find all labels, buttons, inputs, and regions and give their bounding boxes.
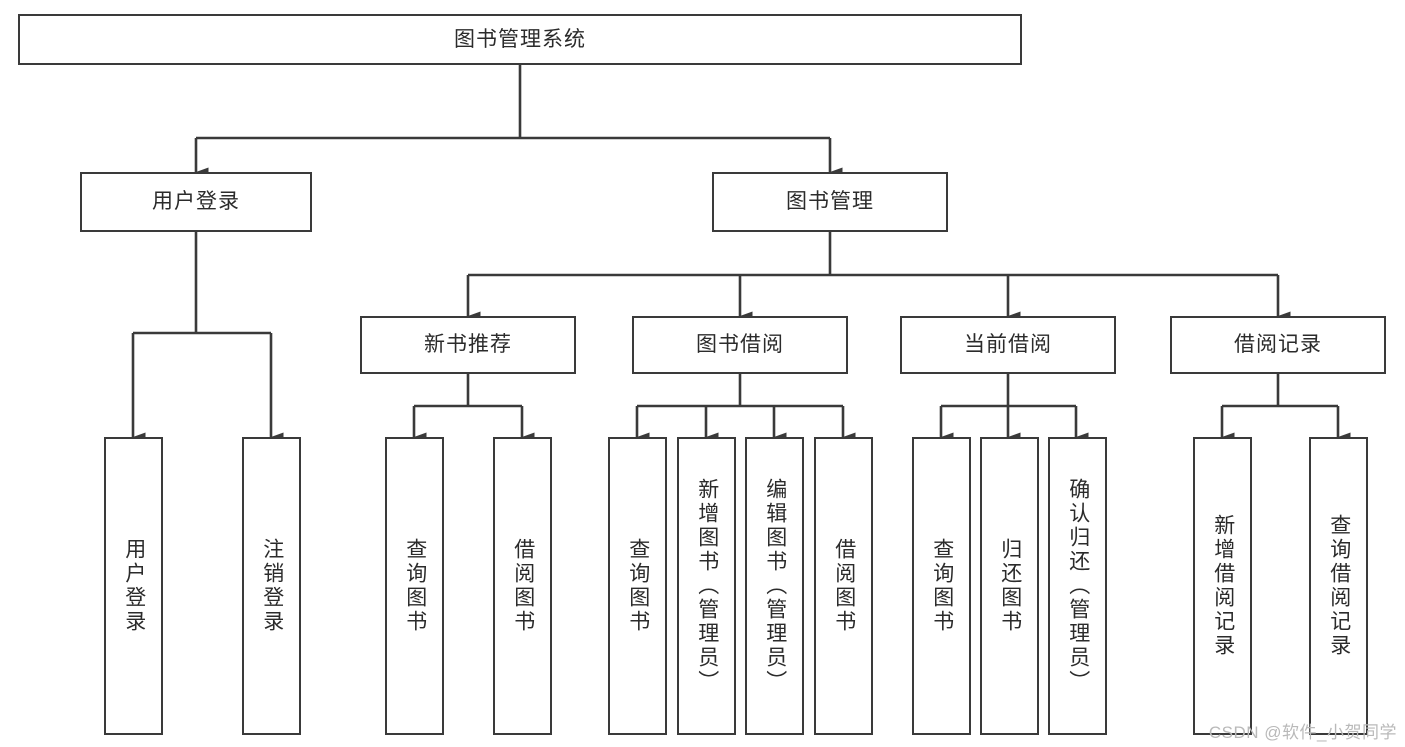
leaf-edit-book[interactable]: 编辑图书（管理员） <box>745 437 804 735</box>
leaf-query-book-3[interactable]: 查询图书 <box>912 437 971 735</box>
leaf-confirm-return[interactable]: 确认归还（管理员） <box>1048 437 1107 735</box>
node-label: 查询图书 <box>930 538 954 634</box>
node-book-management-system[interactable]: 图书管理系统 <box>18 14 1022 65</box>
node-label: 用户登录 <box>152 190 240 214</box>
node-label: 新增借阅记录 <box>1211 514 1235 658</box>
node-label: 图书管理系统 <box>454 27 586 51</box>
leaf-borrow-book-2[interactable]: 借阅图书 <box>814 437 873 735</box>
node-new-book-recommend[interactable]: 新书推荐 <box>360 316 576 374</box>
node-label: 图书管理 <box>786 190 874 214</box>
leaf-query-record[interactable]: 查询借阅记录 <box>1309 437 1368 735</box>
node-current-borrow[interactable]: 当前借阅 <box>900 316 1116 374</box>
node-label: 当前借阅 <box>964 333 1052 357</box>
node-label: 编辑图书（管理员） <box>763 478 787 694</box>
node-label: 借阅记录 <box>1234 333 1322 357</box>
node-label: 确认归还（管理员） <box>1066 478 1090 694</box>
node-label: 新增图书（管理员） <box>695 478 719 694</box>
node-label: 新书推荐 <box>424 333 512 357</box>
leaf-query-book-1[interactable]: 查询图书 <box>385 437 444 735</box>
node-label: 查询图书 <box>403 538 427 634</box>
leaf-borrow-book-1[interactable]: 借阅图书 <box>493 437 552 735</box>
leaf-query-book-2[interactable]: 查询图书 <box>608 437 667 735</box>
node-label: 用户登录 <box>122 538 146 634</box>
csdn-watermark: CSDN @软件_小贺同学 <box>1208 723 1397 742</box>
node-label: 注销登录 <box>260 538 284 634</box>
node-book-borrow[interactable]: 图书借阅 <box>632 316 848 374</box>
node-borrow-record[interactable]: 借阅记录 <box>1170 316 1386 374</box>
node-user-login[interactable]: 用户登录 <box>80 172 312 232</box>
node-label: 查询借阅记录 <box>1327 514 1351 658</box>
leaf-add-record[interactable]: 新增借阅记录 <box>1193 437 1252 735</box>
node-book-management[interactable]: 图书管理 <box>712 172 948 232</box>
node-label: 归还图书 <box>998 538 1022 634</box>
node-label: 图书借阅 <box>696 333 784 357</box>
leaf-return-book[interactable]: 归还图书 <box>980 437 1039 735</box>
node-label: 借阅图书 <box>511 538 535 634</box>
leaf-user-login[interactable]: 用户登录 <box>104 437 163 735</box>
leaf-add-book[interactable]: 新增图书（管理员） <box>677 437 736 735</box>
node-label: 借阅图书 <box>832 538 856 634</box>
leaf-logout-login[interactable]: 注销登录 <box>242 437 301 735</box>
node-label: 查询图书 <box>626 538 650 634</box>
